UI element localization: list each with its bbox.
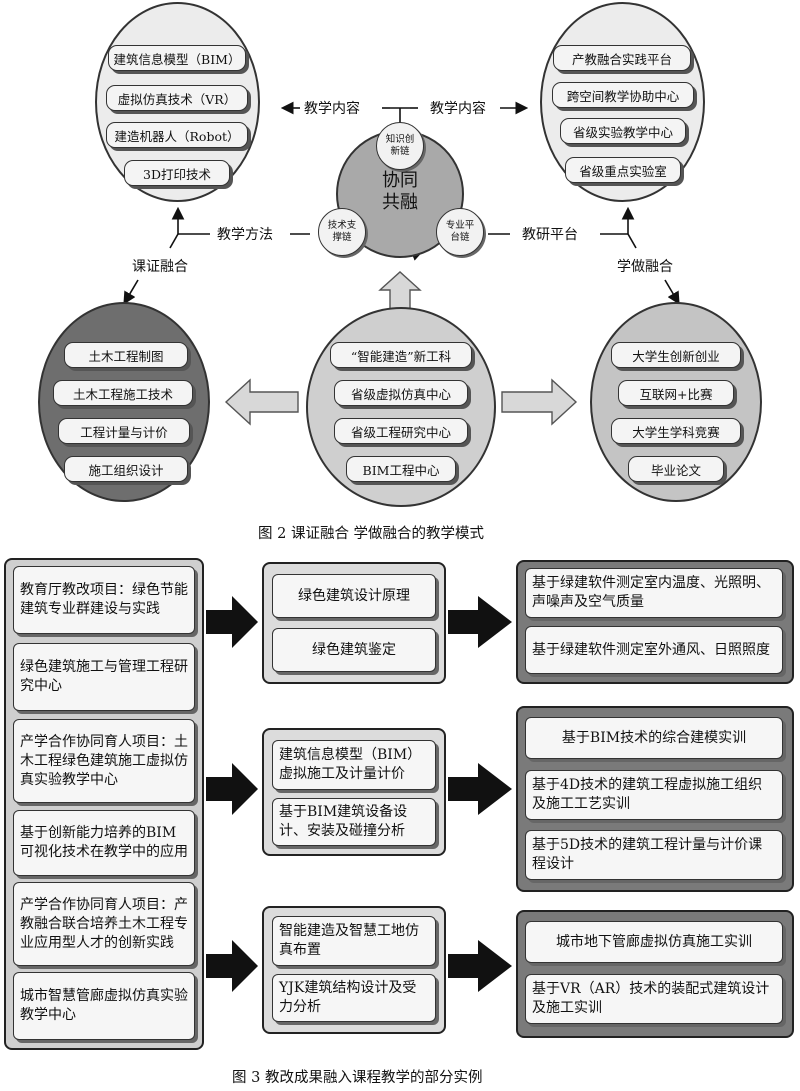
figure-3-arrows: [206, 596, 512, 992]
practice-item-2: 互联网+比赛: [618, 380, 734, 406]
course-item-3: 工程计量与计价: [58, 418, 190, 444]
training-box-2-3: 基于5D技术的建筑工程计量与计价课程设计: [525, 830, 783, 880]
label-content-left: 教学内容: [302, 98, 362, 118]
training-box-3-1: 城市地下管廊虚拟仿真施工实训: [525, 921, 783, 963]
figure-2-caption: 图 2 课证融合 学做融合的教学模式: [258, 526, 485, 542]
practice-item-1: 大学生创新创业: [611, 342, 741, 368]
label-teaching-method: 教学方法: [215, 224, 275, 244]
project-box-6: 城市智慧管廊虚拟仿真实验教学中心: [13, 972, 195, 1040]
arrow-left-to-mid-3: [206, 940, 258, 992]
center-item-3: 省级工程研究中心: [334, 418, 468, 444]
node-tech-chain: 技术支 撑链: [318, 208, 366, 256]
training-box-3-2: 基于VR（AR）技术的装配式建筑设计及施工实训: [525, 974, 783, 1024]
training-box-2-1: 基于BIM技术的综合建模实训: [525, 717, 783, 759]
project-box-1: 教育厅教改项目：绿色节能建筑专业群建设与实践: [13, 566, 195, 634]
project-box-4: 基于创新能力培养的BIM可视化技术在教学中的应用: [13, 810, 195, 876]
project-box-5: 产学合作协同育人项目：产教融合联合培养土木工程专业应用型人才的创新实践: [13, 882, 195, 966]
platform-item-2: 跨空间教学协助中心: [552, 82, 694, 108]
arrow-mid-to-right-3: [448, 940, 512, 992]
center-item-2: 省级虚拟仿真中心: [334, 380, 468, 406]
label-content-right: 教学内容: [428, 98, 488, 118]
arrow-left-to-mid-2: [206, 763, 258, 815]
platform-item-1: 产教融合实践平台: [553, 45, 691, 71]
arrow-left-to-mid-1: [206, 596, 258, 648]
course-item-1: 土木工程制图: [64, 342, 188, 368]
tech-item-3d-printing: 3D打印技术: [124, 160, 230, 186]
center-item-4: BIM工程中心: [346, 456, 456, 482]
training-box-2-2: 基于4D技术的建筑工程虚拟施工组织及施工工艺实训: [525, 770, 783, 820]
node-knowledge-chain: 知识创 新链: [376, 122, 424, 170]
practice-item-4: 毕业论文: [628, 456, 724, 482]
tech-item-robot: 建造机器人（Robot）: [106, 122, 248, 148]
center-item-1: “智能建造”新工科: [330, 342, 472, 368]
projects-column: [4, 558, 204, 1050]
practice-item-3: 大学生学科竞赛: [611, 418, 741, 444]
platform-item-4: 省级重点实验室: [565, 157, 681, 183]
label-xuezuo-fusion: 学做融合: [615, 256, 675, 276]
arrow-mid-to-right-2: [448, 763, 512, 815]
course-box-3-2: YJK建筑结构设计及受力分析: [272, 974, 436, 1022]
course-box-3-1: 智能建造及智慧工地仿真布置: [272, 916, 436, 966]
course-item-2: 土木工程施工技术: [53, 380, 193, 406]
course-box-1-2: 绿色建筑鉴定: [272, 628, 436, 672]
training-box-1-1: 基于绿建软件测定室内温度、光照明、声噪声及空气质量: [525, 568, 783, 618]
project-box-2: 绿色建筑施工与管理工程研究中心: [13, 643, 195, 711]
hub-label: 协同 共融: [382, 170, 418, 213]
course-box-2-1: 建筑信息模型（BIM）虚拟施工及计量计价: [272, 740, 436, 790]
arrow-mid-to-right-1: [448, 596, 512, 648]
node-platform-chain: 专业平 台链: [436, 208, 484, 256]
label-kezheng-fusion: 课证融合: [130, 256, 190, 276]
label-research-platform: 教研平台: [520, 224, 580, 244]
figure-2-connectors: [123, 101, 680, 426]
course-box-2-2: 基于BIM建筑设备设计、安装及碰撞分析: [272, 798, 436, 846]
training-box-1-2: 基于绿建软件测定室外通风、日照照度: [525, 626, 783, 674]
figure-3-caption: 图 3 教改成果融入课程教学的部分实例: [232, 1070, 483, 1086]
platform-item-3: 省级实验教学中心: [560, 118, 686, 144]
course-box-1-1: 绿色建筑设计原理: [272, 574, 436, 618]
project-box-3: 产学合作协同育人项目：土木工程绿色建筑施工虚拟仿真实验教学中心: [13, 719, 195, 803]
course-item-4: 施工组织设计: [64, 456, 188, 482]
tech-item-bim: 建筑信息模型（BIM）: [108, 45, 246, 71]
tech-item-vr: 虚拟仿真技术（VR）: [106, 85, 248, 111]
